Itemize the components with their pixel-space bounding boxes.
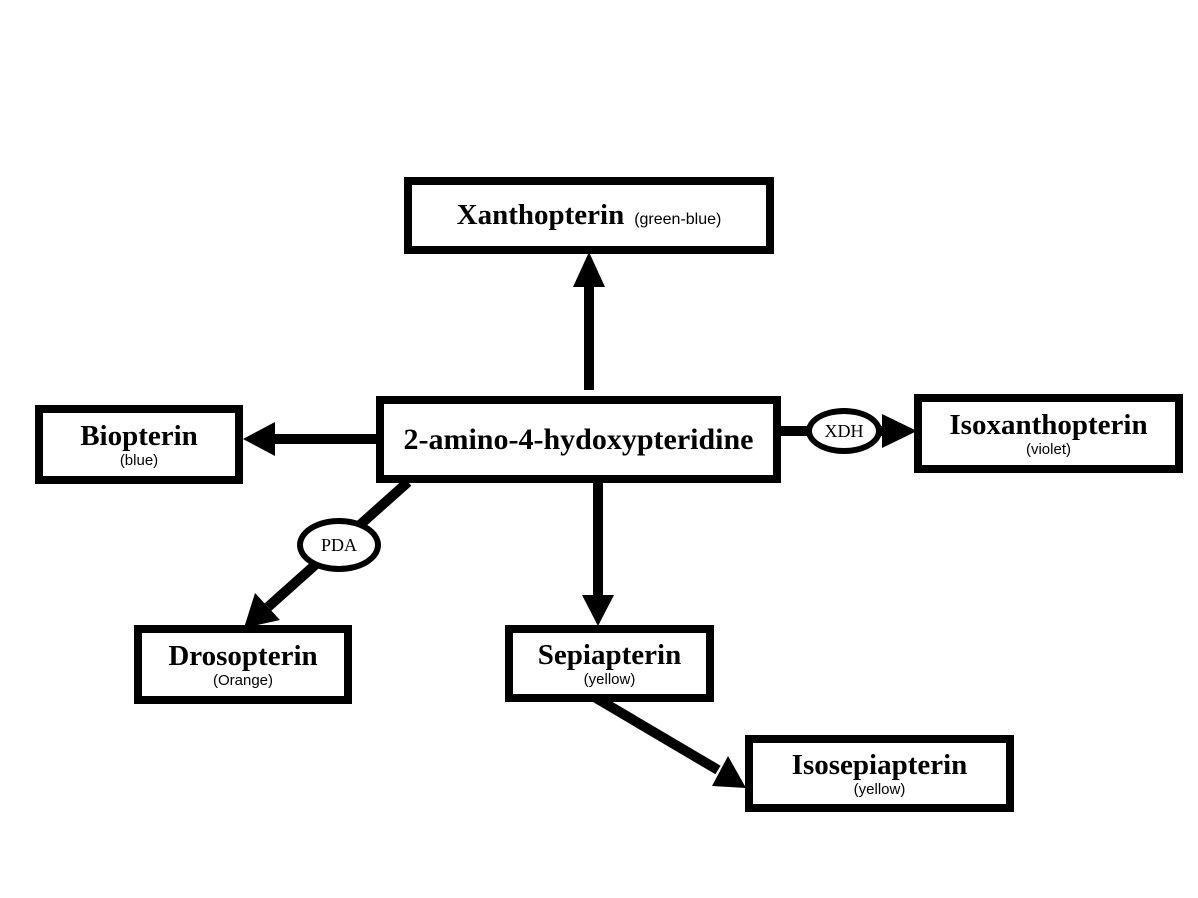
arrow-shaft	[593, 693, 721, 775]
arrow-head	[712, 756, 746, 788]
node-color-note: (violet)	[1025, 440, 1071, 458]
node-name: Isosepiapterin	[791, 748, 968, 781]
enzyme-label: XDH	[824, 420, 864, 441]
node-color-note: (green-blue)	[634, 211, 722, 228]
node-name: Drosopterin	[168, 639, 318, 672]
arrow-to-sepiapterin	[582, 482, 614, 626]
node-color-note: (blue)	[119, 451, 159, 469]
node-name: Sepiapterin	[537, 638, 682, 671]
enzyme-xdh: XDH	[806, 408, 882, 454]
node-biopterin: Biopterin (blue)	[35, 405, 243, 484]
node-xanthopterin: Xanthopterin (green-blue)	[404, 177, 774, 254]
node-name: Xanthopterin	[456, 199, 625, 231]
node-name: 2-amino-4-hydoxypteridine	[403, 422, 754, 456]
node-isosepiapterin: Isosepiapterin (yellow)	[745, 735, 1014, 812]
arrow-to-isosepiapterin	[593, 693, 746, 788]
arrow-head	[244, 593, 280, 628]
arrow-head	[582, 595, 614, 626]
node-color-note: (Orange)	[212, 671, 274, 689]
node-color-note: (yellow)	[583, 670, 636, 688]
node-sepiapterin: Sepiapterin (yellow)	[505, 625, 714, 702]
arrow-to-biopterin	[243, 422, 378, 456]
arrow-to-xanthopterin	[573, 252, 605, 390]
node-drosopterin: Drosopterin (Orange)	[134, 625, 352, 704]
enzyme-pda: PDA	[297, 518, 381, 572]
node-center: 2-amino-4-hydoxypteridine	[376, 396, 781, 483]
node-name: Biopterin	[80, 419, 198, 452]
enzyme-label: PDA	[320, 534, 357, 555]
node-color-note: (yellow)	[853, 780, 906, 798]
node-isoxanthopterin: Isoxanthopterin (violet)	[914, 394, 1183, 473]
node-name: Isoxanthopterin	[949, 408, 1148, 441]
arrow-head	[243, 422, 275, 456]
arrow-head	[882, 414, 917, 448]
arrow-head	[573, 252, 605, 287]
